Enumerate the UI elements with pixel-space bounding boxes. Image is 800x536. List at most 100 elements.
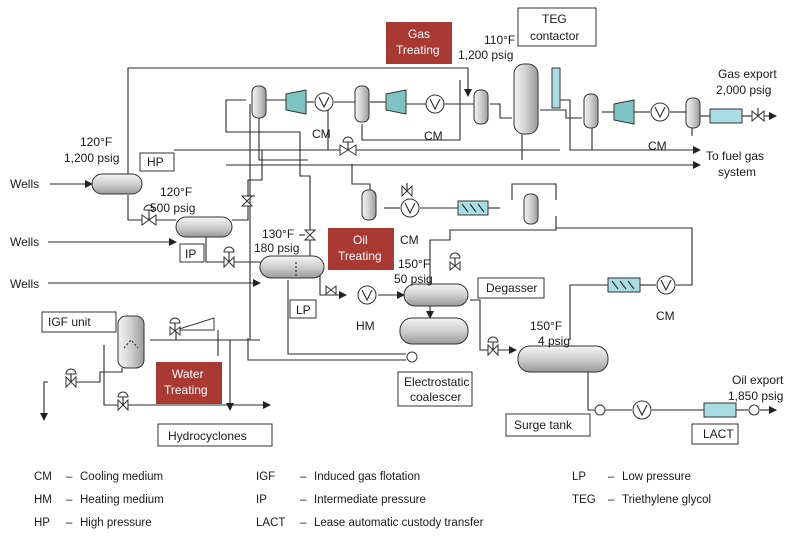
degasser-temp: 150°F <box>398 257 430 271</box>
hp-temp: 120°F <box>80 135 112 149</box>
legend-item-cm: CM – Cooling medium <box>34 471 163 483</box>
lp-label: LP <box>296 303 311 317</box>
label-wells-3: Wells <box>10 277 39 291</box>
scrubber-3 <box>473 89 489 125</box>
svg-text:Low pressure: Low pressure <box>622 471 691 483</box>
scrubber-7 <box>523 193 539 225</box>
fuel-gas-line2: system <box>718 165 756 179</box>
scrubber-5 <box>685 97 701 129</box>
water-treating-block <box>156 362 222 404</box>
hp-label: HP <box>147 155 164 169</box>
coalescer-line2: coalescer <box>410 390 461 404</box>
label-wells-1: Wells <box>10 177 39 191</box>
valve-11-icon <box>169 317 181 337</box>
svg-text:–: – <box>300 494 307 506</box>
valve-1-icon <box>141 204 157 226</box>
valve-13-icon <box>65 368 77 389</box>
gas-export-line2: 2,000 psig <box>716 83 771 97</box>
svg-text:Intermediate pressure: Intermediate pressure <box>314 494 426 506</box>
teg-contactor-line2: contactor <box>530 29 579 43</box>
teg-contactor-line1: TEG <box>542 12 567 26</box>
svg-text:–: – <box>608 471 615 483</box>
svg-text:HP: HP <box>34 517 50 529</box>
cooler-4-icon <box>400 198 420 218</box>
igf-vessel <box>117 315 145 369</box>
valve-3-icon <box>223 246 235 269</box>
oil-treating-block <box>328 228 394 270</box>
legend-item-ip: IP – Intermediate pressure <box>256 494 426 506</box>
lp-separator <box>259 255 325 279</box>
svg-text:–: – <box>66 517 73 529</box>
lact-label: LACT <box>703 427 734 441</box>
cooler-5-icon <box>656 275 676 295</box>
svg-text:–: – <box>66 494 73 506</box>
valve-12-icon <box>117 391 129 412</box>
cm-label-1: CM <box>312 127 331 141</box>
legend-item-lp: LP – Low pressure <box>572 471 691 483</box>
compressor-1 <box>285 89 307 115</box>
cm-label-2: CM <box>424 129 443 143</box>
filter-1-icon <box>457 200 489 216</box>
scrubber-6 <box>361 189 377 221</box>
lp-pressure: 180 psig <box>254 241 299 255</box>
lp-temp: 130°F <box>262 227 294 241</box>
cm-label-5: CM <box>656 309 675 323</box>
legend-item-teg: TEG – Triethylene glycol <box>572 494 711 506</box>
svg-text:LP: LP <box>572 471 586 483</box>
valve-5-icon <box>339 136 357 156</box>
svg-text:CM: CM <box>34 471 52 483</box>
gas-treating-line2: Treating <box>396 43 440 57</box>
oil-export-line1: Oil export <box>732 373 784 387</box>
heater-icon <box>357 285 377 305</box>
compressors <box>285 89 635 125</box>
compressor-3 <box>613 99 635 125</box>
degasser-vessel <box>403 283 469 307</box>
electrostatic-coalescer <box>399 317 469 345</box>
scrubber-1 <box>251 85 267 119</box>
cooler-1-icon <box>314 92 334 112</box>
valve-2-icon <box>240 195 255 207</box>
hydrocyclone-shape <box>175 317 215 331</box>
hydrocyclones-label: Hydrocyclones <box>168 429 247 443</box>
svg-text:Induced gas flotation: Induced gas flotation <box>314 471 420 483</box>
degasser-label: Degasser <box>486 281 537 295</box>
gas-export-line1: Gas export <box>718 67 777 81</box>
svg-text:Cooling medium: Cooling medium <box>80 471 163 483</box>
compressor-2 <box>385 89 407 115</box>
filter-2-icon <box>607 277 641 293</box>
cooler-3-icon <box>650 102 670 122</box>
hp-separator <box>91 173 143 195</box>
svg-text:–: – <box>300 471 307 483</box>
legend: CM – Cooling medium HM – Heating medium … <box>34 471 711 529</box>
degasser-pressure: 50 psig <box>394 272 433 286</box>
cm-label-4: CM <box>400 233 419 247</box>
surge-pressure: 4 psig <box>538 334 570 348</box>
oil-treating-line2: Treating <box>338 249 382 263</box>
piping <box>40 67 777 421</box>
svg-text:–: – <box>66 471 73 483</box>
svg-text:–: – <box>608 494 615 506</box>
ip-label: IP <box>185 247 196 261</box>
valve-8-icon <box>449 252 461 272</box>
ip-separator <box>175 216 233 238</box>
svg-text:HM: HM <box>34 494 52 506</box>
svg-text:IP: IP <box>256 494 267 506</box>
valve-7-icon <box>487 336 499 357</box>
hm-label: HM <box>356 319 375 333</box>
lact-meter <box>703 402 737 418</box>
surge-temp: 150°F <box>530 319 562 333</box>
pump-3-icon <box>748 404 760 416</box>
valve-6-icon <box>751 108 765 123</box>
surge-tank-vessel <box>517 345 609 373</box>
valves <box>65 108 765 416</box>
gas-treating-block <box>386 22 452 64</box>
vessels <box>91 63 701 373</box>
oil-treating-line1: Oil <box>353 233 368 247</box>
svg-text:Triethylene glycol: Triethylene glycol <box>622 494 711 506</box>
scrubber-2 <box>354 85 370 123</box>
water-treating-line1: Water <box>172 367 204 381</box>
hp-pressure: 1,200 psig <box>64 151 119 165</box>
legend-item-igf: IGF – Induced gas flotation <box>256 471 420 483</box>
legend-item-hp: HP – High pressure <box>34 517 152 529</box>
teg-pressure: 1,200 psig <box>458 48 513 62</box>
